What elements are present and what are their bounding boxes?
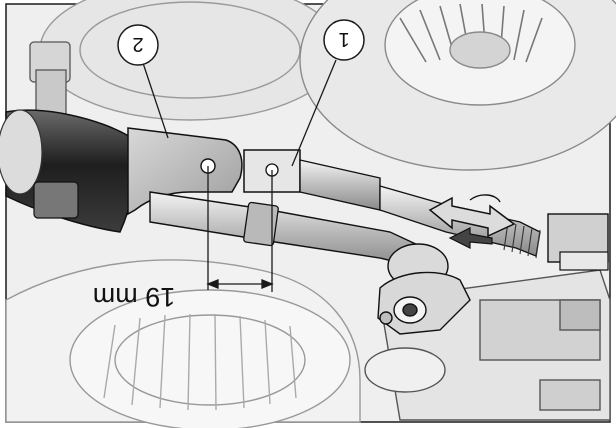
callout-2-number: 2 [132, 33, 143, 55]
clamp-bracket [377, 271, 471, 335]
dimension-markers [206, 166, 274, 292]
callout-leaders [141, 59, 337, 167]
thread [503, 221, 541, 259]
adjustment-arrow [428, 194, 516, 249]
callout-1: 1 [323, 19, 365, 61]
lock-nut [243, 201, 279, 247]
lower-housing [5, 259, 361, 428]
callout-1-number: 1 [338, 28, 349, 50]
dimension-label: 19 mm [93, 282, 176, 312]
callout-2: 2 [117, 24, 159, 66]
background-pulley-right [299, 0, 616, 171]
dimension-text: 19 mm [93, 282, 176, 312]
